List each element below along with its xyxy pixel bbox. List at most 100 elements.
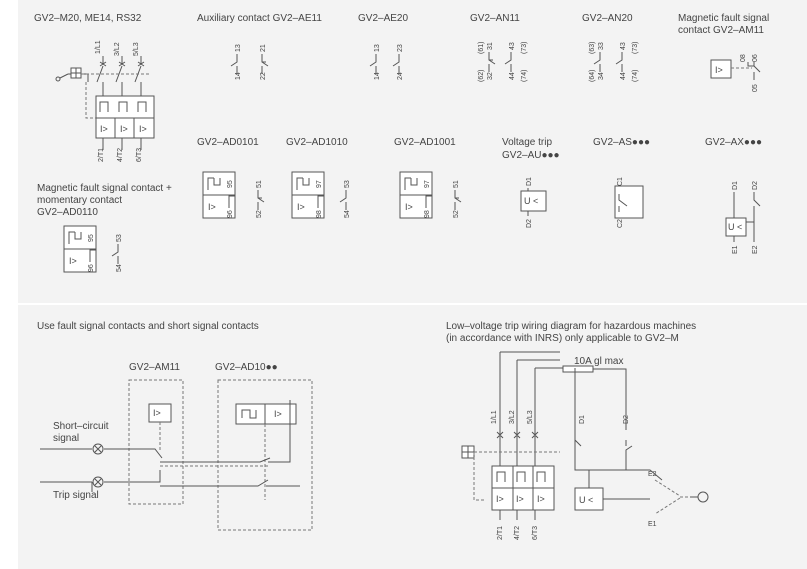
svg-text:(64): (64)	[589, 70, 596, 82]
short-circuit-label-1: Short–circuit	[53, 421, 109, 432]
svg-text:97: 97	[424, 180, 431, 188]
svg-text:1/L1: 1/L1	[491, 410, 498, 424]
svg-text:34: 34	[598, 72, 605, 80]
an20-contact-symbol: (63) 33 34 (64) 43 44 (73) (74)	[589, 42, 639, 82]
svg-text:C2: C2	[617, 219, 624, 228]
svg-text:I>: I>	[516, 494, 524, 504]
svg-text:06: 06	[752, 54, 759, 62]
lv-trip-wiring-diagram: 1/L1 3/L2 5/L3 I> I> I> 2/T1 4/T2 6/T3 D…	[461, 351, 709, 540]
svg-text:5/L3: 5/L3	[527, 410, 534, 424]
svg-text:(74): (74)	[632, 70, 639, 82]
svg-text:(74): (74)	[521, 70, 528, 82]
svg-text:D2: D2	[526, 219, 533, 228]
au-voltage-trip-symbol: D1 U < D2	[520, 177, 547, 228]
ad0101-title: GV2–AD0101	[197, 137, 259, 148]
top-panel	[18, 0, 807, 303]
ad0101-contact-symbol: I> 95 96 51 52	[202, 171, 265, 219]
svg-text:I>: I>	[208, 202, 216, 212]
ad1010-contact-symbol: I> 97 98 53 54	[291, 171, 351, 219]
mag-fault-title-2: contact GV2–AM11	[678, 25, 764, 36]
terminal-l1: 1/L1	[95, 40, 102, 54]
svg-text:14: 14	[374, 72, 381, 80]
svg-text:C1: C1	[617, 177, 624, 186]
svg-text:I>: I>	[496, 494, 504, 504]
svg-text:24: 24	[397, 72, 404, 80]
svg-text:E1: E1	[648, 521, 657, 528]
svg-text:53: 53	[116, 234, 123, 242]
mag-fault-mom-title-3: GV2–AD0110	[37, 207, 98, 218]
fault-signal-wiring-diagram: I> I>	[40, 379, 313, 531]
svg-text:E2: E2	[648, 471, 657, 478]
svg-text:13: 13	[374, 44, 381, 52]
svg-text:(61): (61)	[478, 42, 485, 54]
svg-text:3/L2: 3/L2	[509, 410, 516, 424]
ad10-title: GV2–AD10●●	[215, 362, 278, 373]
an20-title: GV2–AN20	[582, 13, 633, 24]
voltage-trip-title-2: GV2–AU●●●	[502, 150, 560, 161]
svg-text:43: 43	[509, 42, 516, 50]
fuse-label: 10A gl max	[574, 356, 624, 367]
svg-text:95: 95	[88, 234, 95, 242]
svg-text:43: 43	[620, 42, 627, 50]
svg-text:(63): (63)	[589, 42, 596, 54]
terminal-l3: 5/L3	[133, 42, 140, 56]
svg-text:31: 31	[487, 42, 494, 50]
mag-fault-title-1: Magnetic fault signal	[678, 13, 770, 24]
ae20-title: GV2–AE20	[358, 13, 409, 24]
svg-text:I>: I>	[537, 494, 545, 504]
svg-text:08: 08	[740, 54, 747, 62]
svg-text:(73): (73)	[521, 42, 528, 54]
ad0110-contact-symbol: I> 95 96 53 54	[63, 225, 123, 273]
voltage-trip-title-1: Voltage trip	[502, 137, 553, 148]
am11-contact-symbol: I> 08 06 05	[710, 54, 761, 92]
terminal-l2: 3/L2	[114, 42, 121, 56]
svg-text:U <: U <	[579, 495, 593, 505]
svg-text:4/T2: 4/T2	[514, 526, 521, 540]
lv-title-2: (in accordance with INRS) only applicabl…	[446, 333, 679, 344]
lv-title-1: Low–voltage trip wiring diagram for haza…	[446, 321, 697, 332]
ad1001-title: GV2–AD1001	[394, 137, 456, 148]
svg-text:6/T3: 6/T3	[532, 526, 539, 540]
bottom-panel	[18, 305, 807, 569]
ae20-contact-symbol: 13 14 23 24	[369, 44, 404, 80]
svg-text:98: 98	[316, 210, 323, 218]
svg-text:2/T1: 2/T1	[497, 526, 504, 540]
svg-text:44: 44	[509, 72, 516, 80]
terminal-t1: 2/T1	[98, 148, 105, 162]
mag-fault-mom-title-2: momentary contact	[37, 195, 123, 206]
svg-text:D2: D2	[623, 415, 630, 424]
svg-text:U <: U <	[524, 196, 538, 206]
svg-text:E2: E2	[752, 245, 759, 254]
svg-text:54: 54	[344, 210, 351, 218]
ax-trip-symbol: D1 D2 U < E1 E2	[725, 181, 761, 254]
svg-text:98: 98	[424, 210, 431, 218]
gv2-m-title: GV2–M20, ME14, RS32	[34, 13, 142, 24]
terminal-t2: 4/T2	[117, 148, 124, 162]
svg-text:(73): (73)	[632, 42, 639, 54]
svg-text:D1: D1	[579, 415, 586, 424]
svg-text:32: 32	[487, 72, 494, 80]
svg-text:53: 53	[344, 180, 351, 188]
svg-text:51: 51	[453, 180, 460, 188]
use-fault-title: Use fault signal contacts and short sign…	[37, 321, 259, 332]
svg-text:96: 96	[227, 210, 234, 218]
ae11-contact-symbol: 13 14 21 22	[230, 44, 269, 80]
svg-text:I>: I>	[100, 124, 108, 134]
svg-text:54: 54	[116, 264, 123, 272]
svg-text:I>: I>	[297, 202, 305, 212]
svg-text:33: 33	[598, 42, 605, 50]
svg-text:D1: D1	[732, 181, 739, 190]
svg-text:95: 95	[227, 180, 234, 188]
as-shunt-trip-symbol: C1 C2	[614, 177, 644, 228]
svg-text:96: 96	[88, 264, 95, 272]
an11-contact-symbol: (61) 31 32 (62) 43 44 (73) (74)	[478, 42, 528, 82]
svg-text:I>: I>	[715, 65, 723, 75]
gv2-m-breaker-symbol: 1/L1 3/L2 5/L3 I> I> I> 2/T1 4/T2	[55, 40, 155, 162]
svg-text:52: 52	[453, 210, 460, 218]
svg-text:14: 14	[235, 72, 242, 80]
trip-signal-label: Trip signal	[53, 490, 99, 501]
svg-text:I>: I>	[274, 409, 282, 419]
svg-text:51: 51	[256, 180, 263, 188]
